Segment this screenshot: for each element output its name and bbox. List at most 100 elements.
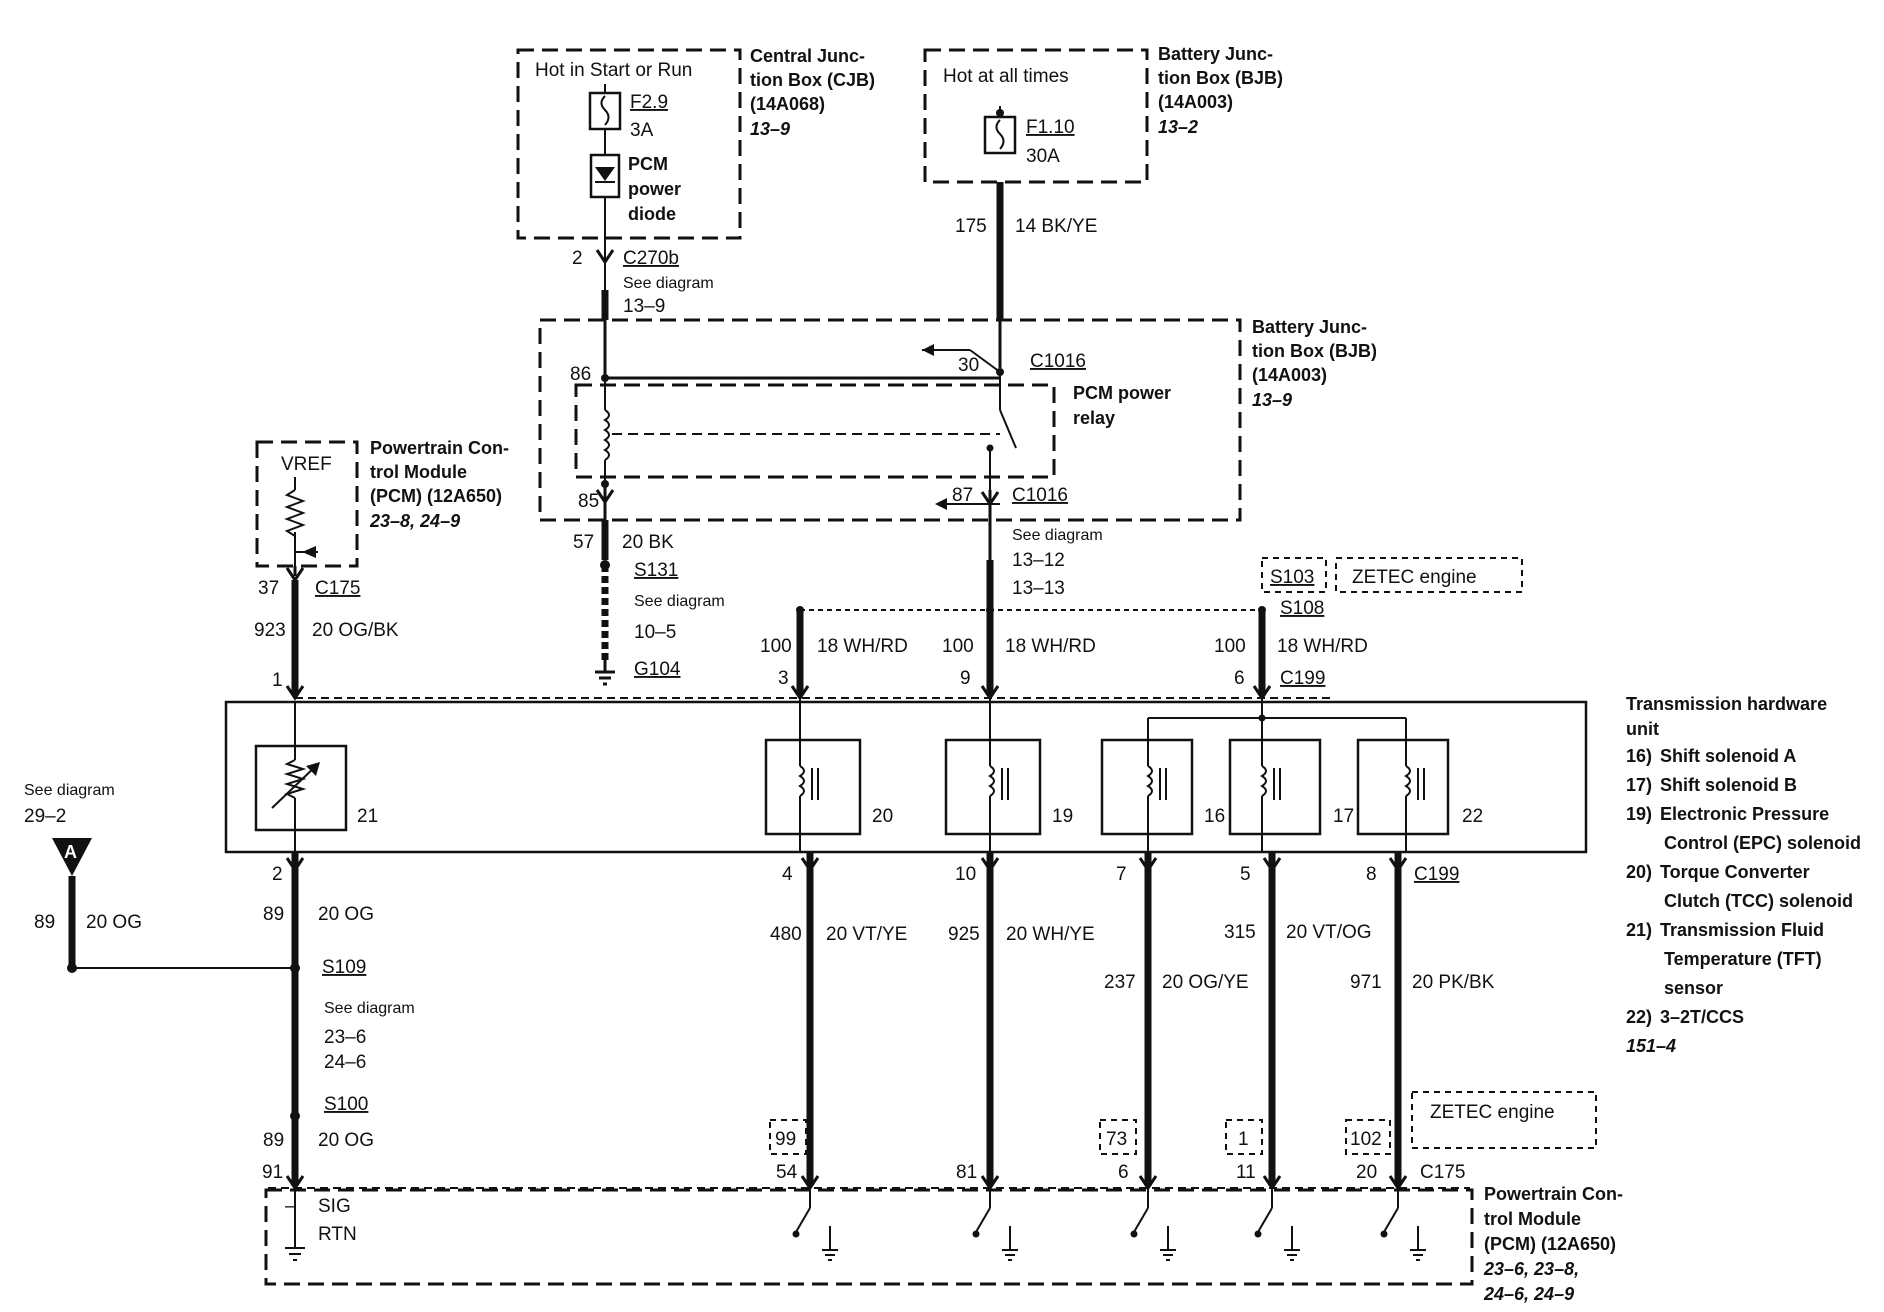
cjb-title-2: tion Box (CJB) — [750, 70, 875, 90]
output-3-color: 20 OG/YE — [1162, 972, 1249, 993]
pcm-bottom-ref-1: 23–6, 23–8, — [1483, 1259, 1579, 1279]
output-1-circuit: 480 — [770, 924, 802, 945]
feed-1-color: 18 WH/RD — [817, 636, 908, 657]
output-2-pcm-pin: 81 — [956, 1162, 977, 1183]
output-5-color: 20 PK/BK — [1412, 972, 1495, 993]
cjb-title-1: Central Junc- — [750, 46, 865, 66]
splice-s109: S109 — [322, 957, 366, 978]
wire-relay-87-output: See diagram 13–12 13–13 — [986, 520, 1103, 608]
legend-22-num: 22) — [1626, 1007, 1652, 1027]
wire-89-color-2: 20 OG — [318, 1130, 374, 1151]
ground-57-see: See diagram — [634, 593, 725, 610]
transmission-legend: Transmission hardware unit 16) Shift sol… — [1626, 694, 1861, 1056]
output-3-tran-pin: 7 — [1116, 864, 1127, 885]
pcm-vref-title-2: trol Module — [370, 462, 467, 482]
vref-label: VREF — [281, 454, 332, 475]
feed-1-circuit: 100 — [760, 636, 792, 657]
pcm-driver-5 — [1380, 1188, 1426, 1261]
output-4-color: 20 VT/OG — [1286, 922, 1372, 943]
solenoid-20-label: 20 — [872, 806, 893, 827]
feed-3-pin: 6 — [1234, 668, 1245, 689]
tft-tran-pin: 2 — [272, 864, 283, 885]
shift-solenoid-b-icon — [1228, 738, 1322, 836]
feed-wires: 100 18 WH/RD 3 100 18 WH/RD 9 100 18 WH/… — [760, 636, 1368, 701]
pcm-driver-1 — [792, 1188, 838, 1261]
feed-2-color: 18 WH/RD — [1005, 636, 1096, 657]
output-2-tran-pin: 10 — [955, 864, 976, 885]
relay-bjb-ref: 13–9 — [1252, 390, 1292, 410]
relay-c1016-bottom: C1016 — [1012, 485, 1068, 506]
splice-s103: S103 — [1270, 567, 1314, 588]
wire-57-color: 20 BK — [622, 532, 674, 553]
central-junction-box: Hot in Start or Run F2.9 3A PCM power di… — [516, 46, 875, 240]
pcm-bottom-title-3: (PCM) (12A650) — [1484, 1234, 1616, 1254]
output-2-color: 20 WH/YE — [1006, 924, 1095, 945]
wire-89-circuit-2: 89 — [263, 1130, 284, 1151]
legend-title-2: unit — [1626, 719, 1659, 739]
ground-57-see-ref: 10–5 — [634, 622, 676, 643]
wire-175-color: 14 BK/YE — [1015, 216, 1097, 237]
output-5-alt-pin: 102 — [1350, 1129, 1382, 1150]
tft-see-ref-1: 23–6 — [324, 1027, 366, 1048]
cjb-ref: 13–9 — [750, 119, 790, 139]
ground-g104: G104 — [634, 659, 681, 680]
c270b-pin: 2 — [572, 248, 583, 269]
connector-a: See diagram 29–2 A 89 20 OG — [24, 782, 295, 973]
relay-pin-86: 86 — [570, 364, 591, 385]
output-5-circuit: 971 — [1350, 972, 1382, 993]
output-2-circuit: 925 — [948, 924, 980, 945]
relay-pin-85: 85 — [578, 491, 599, 512]
bjb-top-ref: 13–2 — [1158, 117, 1198, 137]
splice-s100: S100 — [324, 1094, 368, 1115]
pcm-sig-label: SIG — [318, 1196, 351, 1217]
pcm-power-relay — [574, 383, 1056, 479]
relay-label-2: relay — [1073, 408, 1115, 428]
relay-bjb-title-2: tion Box (BJB) — [1252, 341, 1377, 361]
relay-c1016-top: C1016 — [1030, 351, 1086, 372]
connector-a-triangle-icon — [52, 838, 92, 876]
pcm-vref-title-1: Powertrain Con- — [370, 438, 509, 458]
cjb-title-3: (14A068) — [750, 94, 825, 114]
bjb-top-title-2: tion Box (BJB) — [1158, 68, 1283, 88]
relay-see-ref-1: 13–12 — [1012, 550, 1065, 571]
pcm-minus: – — [285, 1196, 296, 1217]
output-4-alt-pin: 1 — [1238, 1129, 1249, 1150]
pcm-vref-title-3: (PCM) (12A650) — [370, 486, 502, 506]
legend-17-name: Shift solenoid B — [1660, 775, 1797, 795]
legend-17-num: 17) — [1626, 775, 1652, 795]
legend-title-1: Transmission hardware — [1626, 694, 1827, 714]
pcm-rtn-label: RTN — [318, 1224, 357, 1245]
wire-923: 37 C175 923 20 OG/BK 1 — [254, 566, 399, 701]
relay-bjb-title-3: (14A003) — [1252, 365, 1327, 385]
output-1-alt-pin: 99 — [775, 1129, 796, 1150]
legend-21-name3: sensor — [1664, 978, 1723, 998]
legend-ref: 151–4 — [1626, 1036, 1676, 1056]
diode-label-3: diode — [628, 204, 676, 224]
c270b-connector: C270b — [623, 248, 679, 269]
wire-57-ground: 57 20 BK S131 See diagram 10–5 G104 — [573, 484, 725, 686]
c270b-see: See diagram — [623, 275, 714, 292]
solenoid-19-label: 19 — [1052, 806, 1073, 827]
pcm-vref-module: VREF Powertrain Con- trol Module (PCM) (… — [255, 438, 509, 568]
c199-top: C199 — [1280, 668, 1325, 689]
wire-89-tft: 2 89 20 OG S109 See diagram 23–6 24–6 S1… — [262, 852, 415, 1191]
wire-89-circuit: 89 — [263, 904, 284, 925]
vref-resistor-icon — [284, 489, 306, 537]
cjb-fuse-id: F2.9 — [630, 92, 668, 113]
pcm-bottom-ref-2: 24–6, 24–9 — [1483, 1284, 1574, 1304]
c199-bottom: C199 — [1414, 864, 1459, 885]
pcm-bottom-title-1: Powertrain Con- — [1484, 1184, 1623, 1204]
battery-junction-box-top: Hot at all times F1.10 30A Battery Junc-… — [923, 44, 1283, 184]
legend-21-num: 21) — [1626, 920, 1652, 940]
c270b-see-ref: 13–9 — [623, 296, 665, 317]
legend-22-name: 3–2T/CCS — [1660, 1007, 1744, 1027]
connector-a-ref: 29–2 — [24, 806, 66, 827]
wire-175: 175 14 BK/YE — [955, 182, 1097, 368]
wire-923-circuit: 923 — [254, 620, 286, 641]
output-4-tran-pin: 5 — [1240, 864, 1251, 885]
pcm-pin-91: 91 — [262, 1162, 283, 1183]
32t-ccs-solenoid-icon — [1356, 738, 1450, 836]
output-5-tran-pin: 8 — [1366, 864, 1377, 885]
legend-16-name: Shift solenoid A — [1660, 746, 1796, 766]
bjb-fuse-rating: 30A — [1026, 146, 1060, 167]
